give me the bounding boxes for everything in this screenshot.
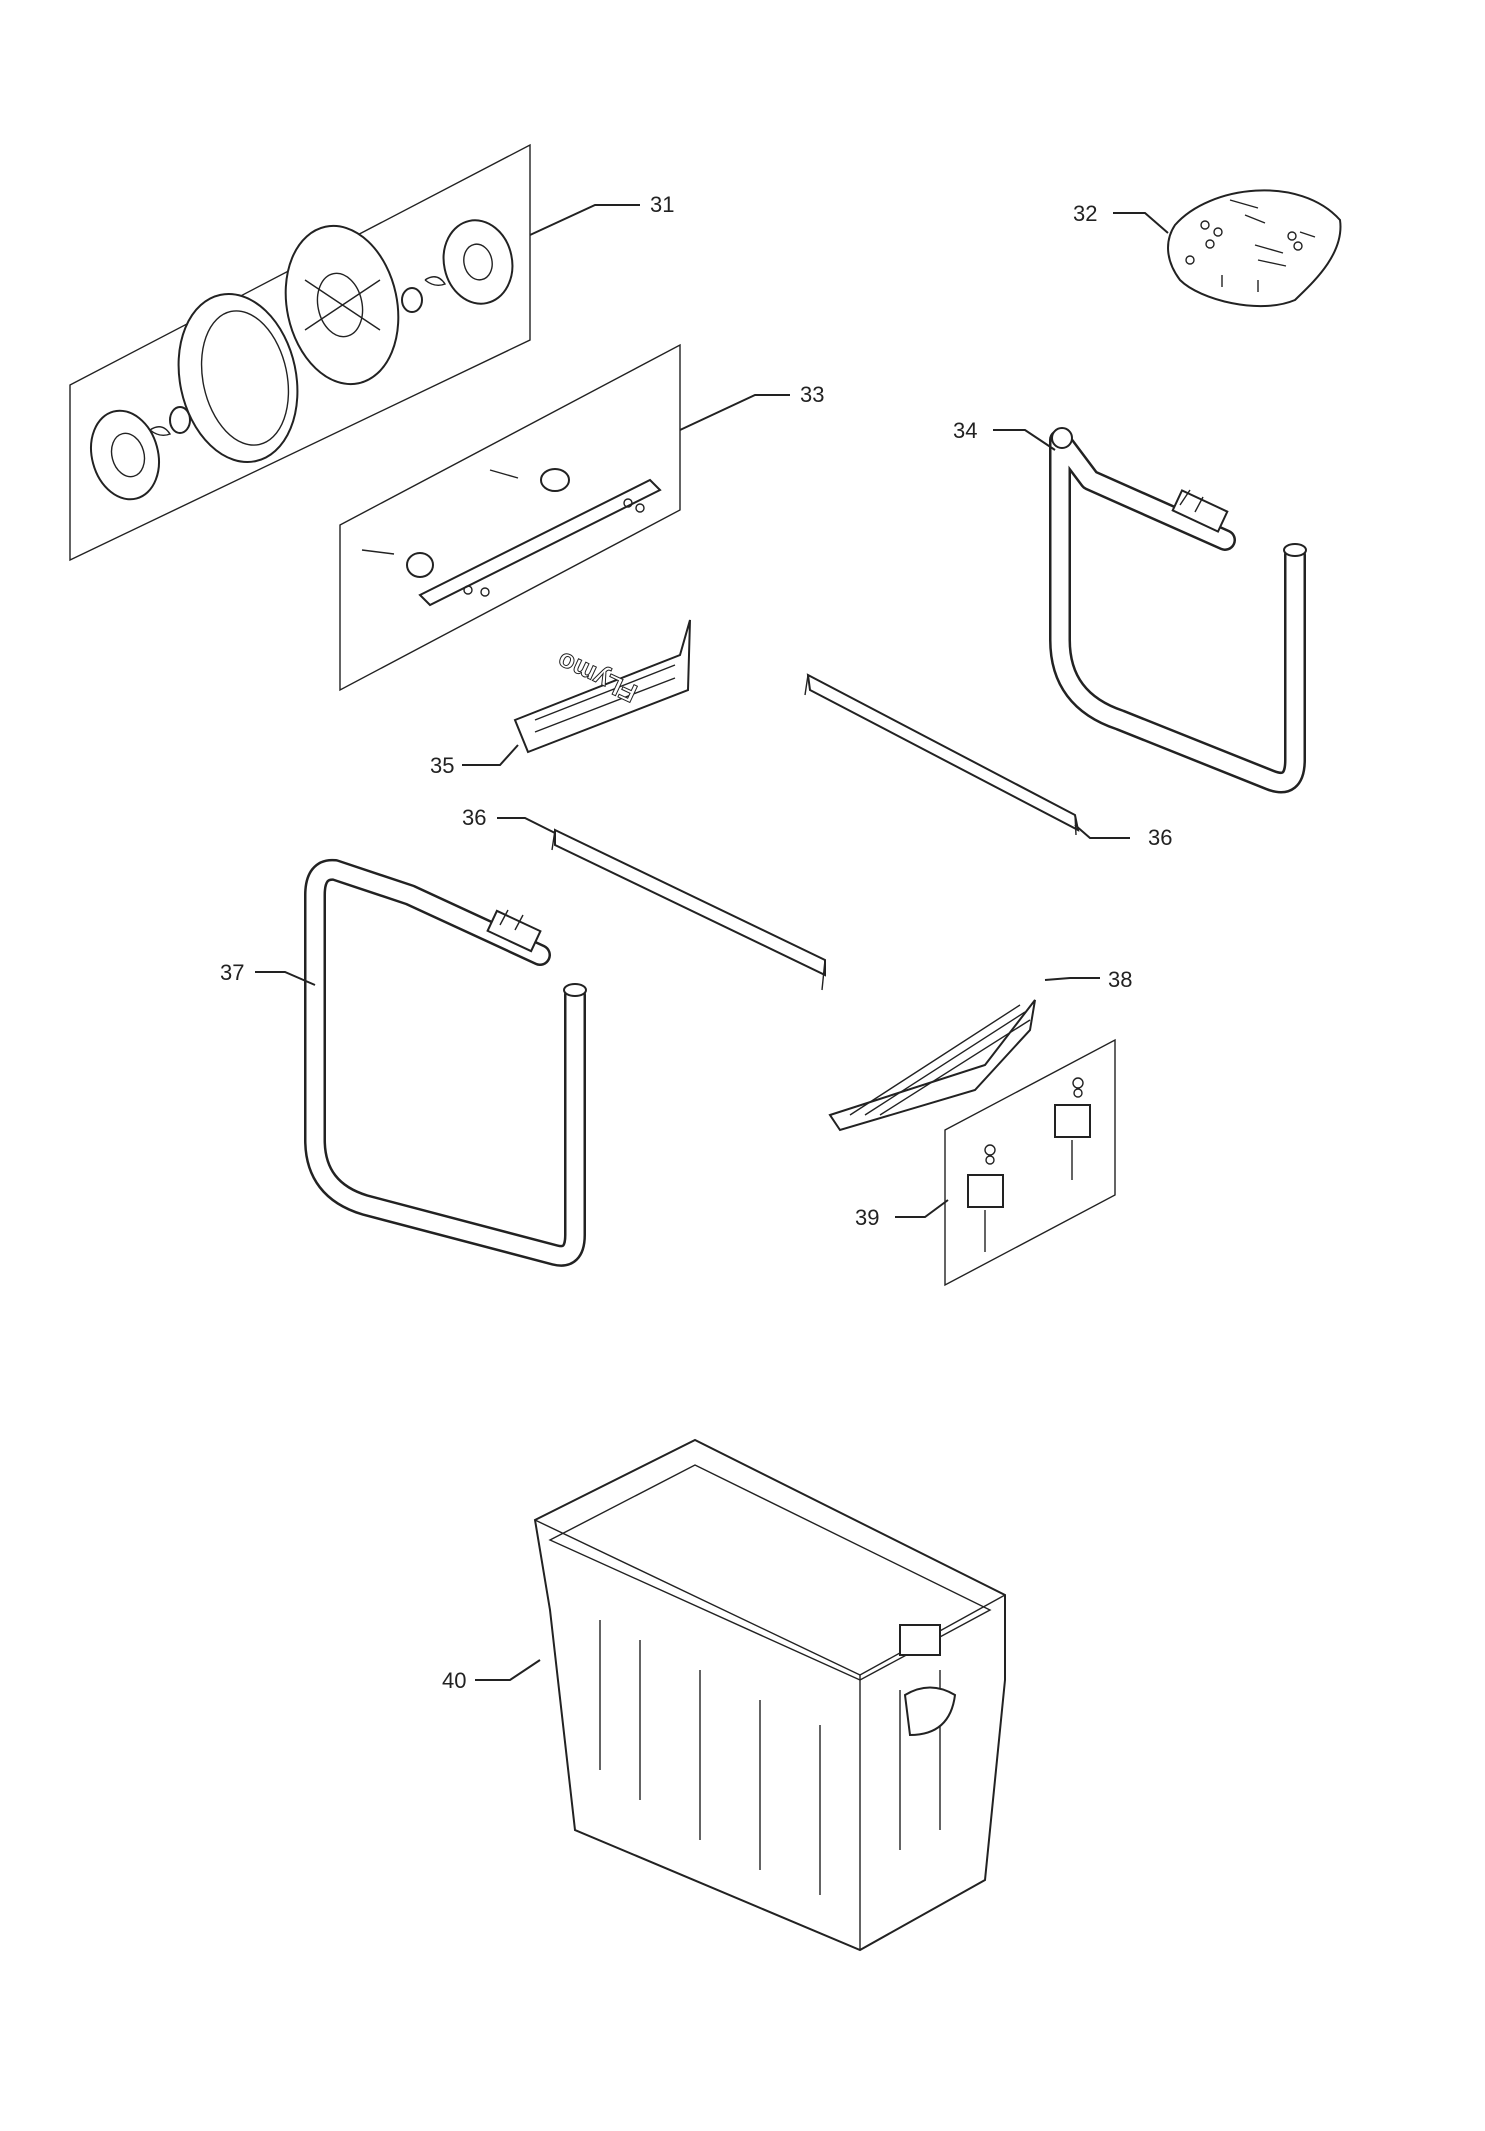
part-35-brand-panel: FLymo <box>513 619 691 754</box>
leader-lines <box>255 204 1169 1681</box>
callout-labels: 31 32 33 34 35 36 36 37 38 39 40 <box>220 192 1172 1693</box>
callout-39: 39 <box>855 1205 879 1230</box>
part-33-axle-assembly <box>339 343 681 692</box>
callout-34: 34 <box>953 418 977 443</box>
callout-36-left: 36 <box>462 805 486 830</box>
part-34-right-frame <box>1049 427 1307 794</box>
part-32-fastener-set <box>1167 189 1342 308</box>
callout-35: 35 <box>430 753 454 778</box>
part-36-cross-bar-left <box>551 828 826 991</box>
callout-32: 32 <box>1073 201 1097 226</box>
callout-37: 37 <box>220 960 244 985</box>
part-40-grass-box <box>533 1438 1006 1952</box>
callout-31: 31 <box>650 192 674 217</box>
part-36-cross-bar-right <box>804 673 1080 836</box>
callout-33: 33 <box>800 382 824 407</box>
callout-36-right: 36 <box>1148 825 1172 850</box>
part-38-bracket <box>828 999 1036 1132</box>
part-39-clip-set <box>944 1038 1116 1287</box>
callout-40: 40 <box>442 1668 466 1693</box>
part-37-left-frame <box>304 858 587 1267</box>
part-31-wheel-assembly <box>69 143 531 562</box>
callout-38: 38 <box>1108 967 1132 992</box>
